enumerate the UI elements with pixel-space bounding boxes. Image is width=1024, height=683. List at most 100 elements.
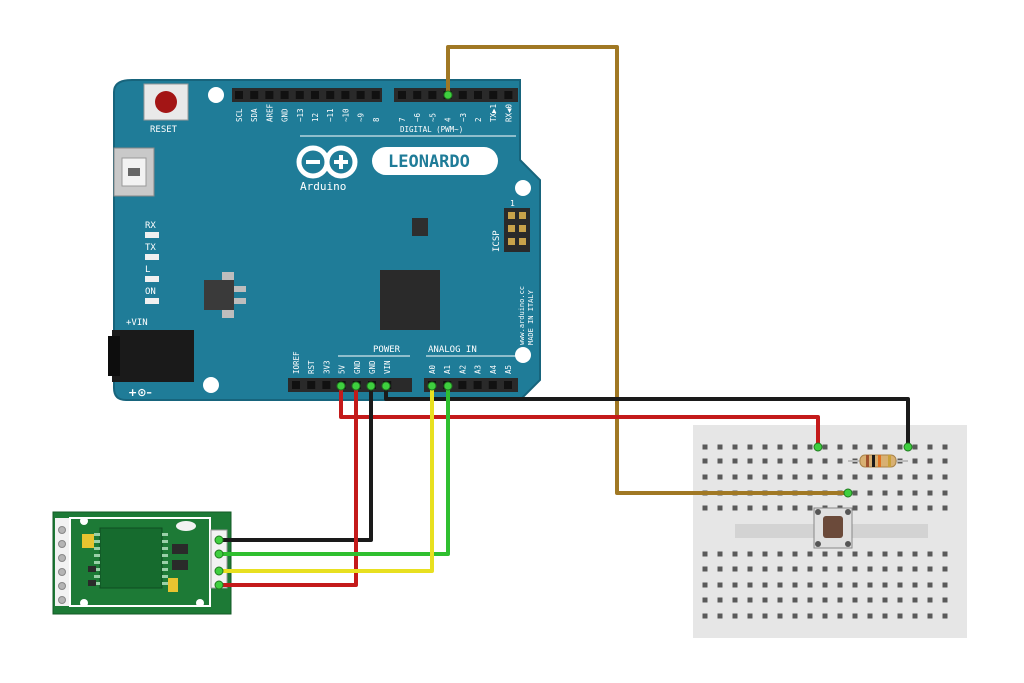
breadboard-hole[interactable]	[702, 582, 708, 588]
breadboard-hole[interactable]	[942, 505, 948, 511]
breadboard-hole[interactable]	[717, 444, 723, 450]
breadboard-hole[interactable]	[807, 582, 813, 588]
breadboard-hole[interactable]	[912, 551, 918, 557]
wire-red-3v3-breadboard[interactable]	[339, 384, 820, 449]
breadboard-hole[interactable]	[762, 474, 768, 480]
breadboard-hole[interactable]	[777, 505, 783, 511]
breadboard-hole[interactable]	[837, 444, 843, 450]
breadboard-hole[interactable]	[897, 597, 903, 603]
breadboard-hole[interactable]	[882, 582, 888, 588]
wire-yellow-a0-module[interactable]	[217, 384, 434, 573]
breadboard-hole[interactable]	[912, 474, 918, 480]
breadboard-hole[interactable]	[807, 458, 813, 464]
digital-pin-socket[interactable]	[398, 91, 406, 99]
breadboard-hole[interactable]	[747, 566, 753, 572]
breadboard-hole[interactable]	[747, 444, 753, 450]
breadboard-hole[interactable]	[837, 613, 843, 619]
breadboard-hole[interactable]	[837, 566, 843, 572]
reset-button-cap[interactable]	[155, 91, 177, 113]
breadboard-hole[interactable]	[837, 551, 843, 557]
breadboard-hole[interactable]	[702, 444, 708, 450]
breadboard-hole[interactable]	[777, 566, 783, 572]
resistor[interactable]	[848, 454, 908, 468]
breadboard-hole[interactable]	[927, 551, 933, 557]
breadboard-hole[interactable]	[717, 582, 723, 588]
digital-pin-socket[interactable]	[311, 91, 319, 99]
breadboard-hole[interactable]	[807, 597, 813, 603]
breadboard-hole[interactable]	[942, 613, 948, 619]
breadboard-hole[interactable]	[852, 490, 858, 496]
breadboard-hole[interactable]	[807, 613, 813, 619]
breadboard-hole[interactable]	[732, 474, 738, 480]
breadboard-hole[interactable]	[747, 582, 753, 588]
digital-pin-socket[interactable]	[428, 91, 437, 99]
breadboard-hole[interactable]	[897, 582, 903, 588]
breadboard-hole[interactable]	[747, 551, 753, 557]
breadboard-hole[interactable]	[942, 490, 948, 496]
digital-pin-socket[interactable]	[356, 91, 365, 99]
breadboard-hole[interactable]	[942, 597, 948, 603]
breadboard-hole[interactable]	[912, 444, 918, 450]
power-pin-socket[interactable]	[322, 381, 331, 389]
breadboard-hole[interactable]	[927, 458, 933, 464]
digital-pin-socket[interactable]	[474, 91, 482, 99]
breadboard-hole[interactable]	[747, 613, 753, 619]
breadboard-hole[interactable]	[852, 566, 858, 572]
breadboard-hole[interactable]	[792, 613, 798, 619]
breadboard-hole[interactable]	[777, 582, 783, 588]
breadboard-hole[interactable]	[717, 566, 723, 572]
breadboard-hole[interactable]	[777, 551, 783, 557]
breadboard-hole[interactable]	[792, 551, 798, 557]
breadboard-hole[interactable]	[912, 582, 918, 588]
breadboard-hole[interactable]	[867, 551, 873, 557]
breadboard-hole[interactable]	[807, 551, 813, 557]
breadboard-hole[interactable]	[807, 505, 813, 511]
breadboard-hole[interactable]	[777, 474, 783, 480]
breadboard-hole[interactable]	[882, 474, 888, 480]
breadboard-hole[interactable]	[762, 597, 768, 603]
breadboard-hole[interactable]	[762, 505, 768, 511]
breadboard-hole[interactable]	[837, 582, 843, 588]
breadboard-hole[interactable]	[852, 444, 858, 450]
breadboard-hole[interactable]	[882, 566, 888, 572]
power-pin-socket[interactable]	[307, 381, 316, 389]
breadboard-hole[interactable]	[822, 613, 828, 619]
breadboard-hole[interactable]	[837, 458, 843, 464]
breadboard-hole[interactable]	[732, 458, 738, 464]
breadboard-hole[interactable]	[927, 505, 933, 511]
breadboard-hole[interactable]	[732, 597, 738, 603]
breadboard-hole[interactable]	[822, 444, 828, 450]
breadboard-hole[interactable]	[882, 613, 888, 619]
breadboard-hole[interactable]	[897, 566, 903, 572]
digital-pin-socket[interactable]	[280, 91, 289, 99]
breadboard-hole[interactable]	[777, 458, 783, 464]
breadboard-hole[interactable]	[927, 597, 933, 603]
breadboard-hole[interactable]	[807, 474, 813, 480]
breadboard-hole[interactable]	[942, 551, 948, 557]
breadboard-hole[interactable]	[897, 551, 903, 557]
breadboard-hole[interactable]	[762, 582, 768, 588]
digital-pin-socket[interactable]	[295, 91, 304, 99]
digital-pin-socket[interactable]	[250, 91, 259, 99]
digital-pin-socket[interactable]	[489, 91, 498, 99]
breadboard-hole[interactable]	[792, 582, 798, 588]
breadboard-hole[interactable]	[927, 444, 933, 450]
breadboard-hole[interactable]	[942, 444, 948, 450]
breadboard-hole[interactable]	[882, 597, 888, 603]
breadboard-hole[interactable]	[867, 597, 873, 603]
breadboard-hole[interactable]	[867, 490, 873, 496]
breadboard-hole[interactable]	[942, 582, 948, 588]
wire-brown-d4[interactable]	[446, 45, 850, 495]
breadboard-hole[interactable]	[912, 597, 918, 603]
breadboard-hole[interactable]	[732, 582, 738, 588]
power-pin-socket[interactable]	[292, 381, 300, 389]
breadboard-hole[interactable]	[897, 613, 903, 619]
wire-red-5v-module[interactable]	[217, 384, 358, 587]
pushbutton[interactable]	[813, 507, 853, 549]
breadboard-hole[interactable]	[792, 597, 798, 603]
analog-pin-socket[interactable]	[504, 381, 512, 389]
digital-pin-socket[interactable]	[504, 91, 513, 99]
breadboard-hole[interactable]	[792, 444, 798, 450]
breadboard-hole[interactable]	[762, 566, 768, 572]
breadboard-hole[interactable]	[702, 551, 708, 557]
